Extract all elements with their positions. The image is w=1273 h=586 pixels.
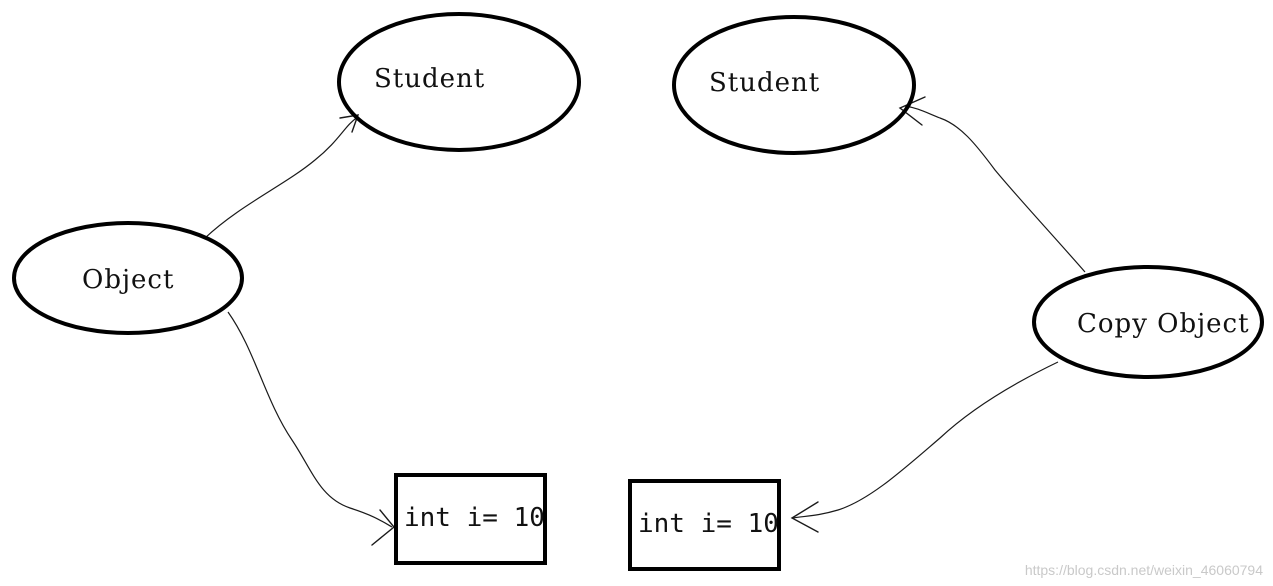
int-right-label: int i= 10	[638, 509, 779, 539]
arrowhead-student-right	[898, 96, 926, 126]
int-left-label: int i= 10	[404, 503, 545, 533]
arrowhead-int-right	[790, 501, 819, 533]
student-left-label: Student	[374, 64, 485, 94]
node-int-left: int i= 10	[394, 473, 547, 565]
edge-object-to-int-left	[227, 311, 393, 528]
node-student-left: Student	[337, 12, 581, 152]
copy-object-label: Copy Object	[1077, 309, 1250, 339]
arrowhead-int-left	[371, 509, 395, 546]
edge-copy-object-to-int-right	[792, 361, 1059, 519]
node-student-right: Student	[672, 15, 916, 155]
arrowhead-student-left	[339, 114, 360, 133]
node-copy-object: Copy Object	[1032, 265, 1264, 379]
watermark-text: https://blog.csdn.net/weixin_46060794	[1025, 562, 1263, 578]
edge-copy-object-to-student-right	[904, 105, 1086, 273]
object-label: Object	[82, 265, 174, 295]
edges	[204, 96, 1086, 546]
edge-object-to-student-left	[204, 116, 359, 239]
node-object: Object	[12, 221, 244, 335]
node-int-right: int i= 10	[628, 479, 781, 571]
student-right-label: Student	[709, 68, 820, 98]
